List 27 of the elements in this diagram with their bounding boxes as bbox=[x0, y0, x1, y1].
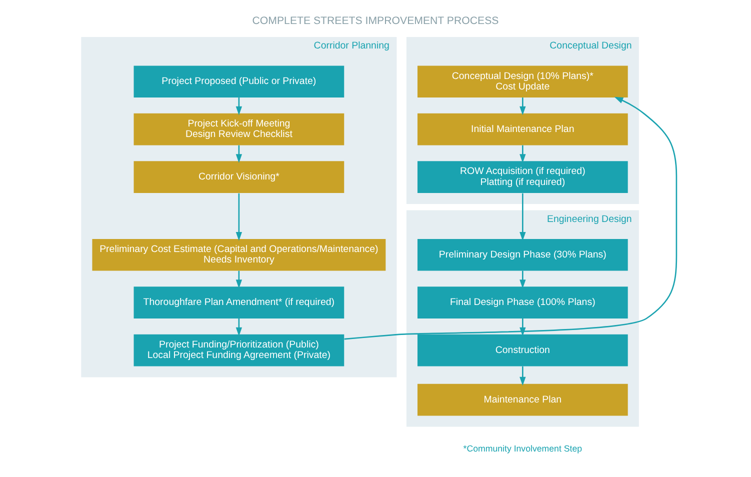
node-box: Maintenance Plan bbox=[417, 384, 628, 416]
node-box: Conceptual Design (10% Plans)* Cost Update bbox=[417, 66, 628, 98]
arrow bbox=[520, 366, 526, 386]
node-box: Preliminary Design Phase (30% Plans) bbox=[417, 238, 628, 271]
arrow bbox=[520, 318, 526, 336]
node-box: ROW Acquisition (if required) Platting (if required) bbox=[417, 161, 628, 193]
node-box: Preliminary Cost Estimate (Capital and Operations/Maintenance) Needs Inventory bbox=[92, 238, 386, 271]
arrow bbox=[236, 193, 242, 241]
arrow bbox=[520, 270, 526, 288]
arrow bbox=[520, 98, 526, 116]
node-box: Project Kick-off Meeting Design Review Checklist bbox=[134, 113, 344, 146]
arrow bbox=[236, 145, 242, 163]
arrow bbox=[236, 98, 242, 116]
arrow bbox=[236, 270, 242, 288]
node-box: Project Proposed (Public or Private) bbox=[134, 66, 344, 98]
arrow bbox=[520, 145, 526, 163]
node-box: Final Design Phase (100% Plans) bbox=[417, 286, 628, 318]
diagram-title: COMPLETE STREETS IMPROVEMENT PROCESS bbox=[252, 14, 499, 27]
node-box: Thoroughfare Plan Amendment* (if required) bbox=[134, 286, 344, 318]
arrow bbox=[236, 318, 242, 336]
arrow bbox=[520, 193, 526, 241]
node-box: Construction bbox=[417, 334, 628, 366]
node-box: Corridor Visioning* bbox=[134, 161, 344, 193]
arrow bbox=[344, 96, 678, 340]
node-box: Initial Maintenance Plan bbox=[417, 113, 628, 146]
node-box: Project Funding/Prioritization (Public) Local Project Funding Agreement (Private) bbox=[134, 334, 344, 366]
label: *Community Involvement Step bbox=[463, 444, 582, 454]
